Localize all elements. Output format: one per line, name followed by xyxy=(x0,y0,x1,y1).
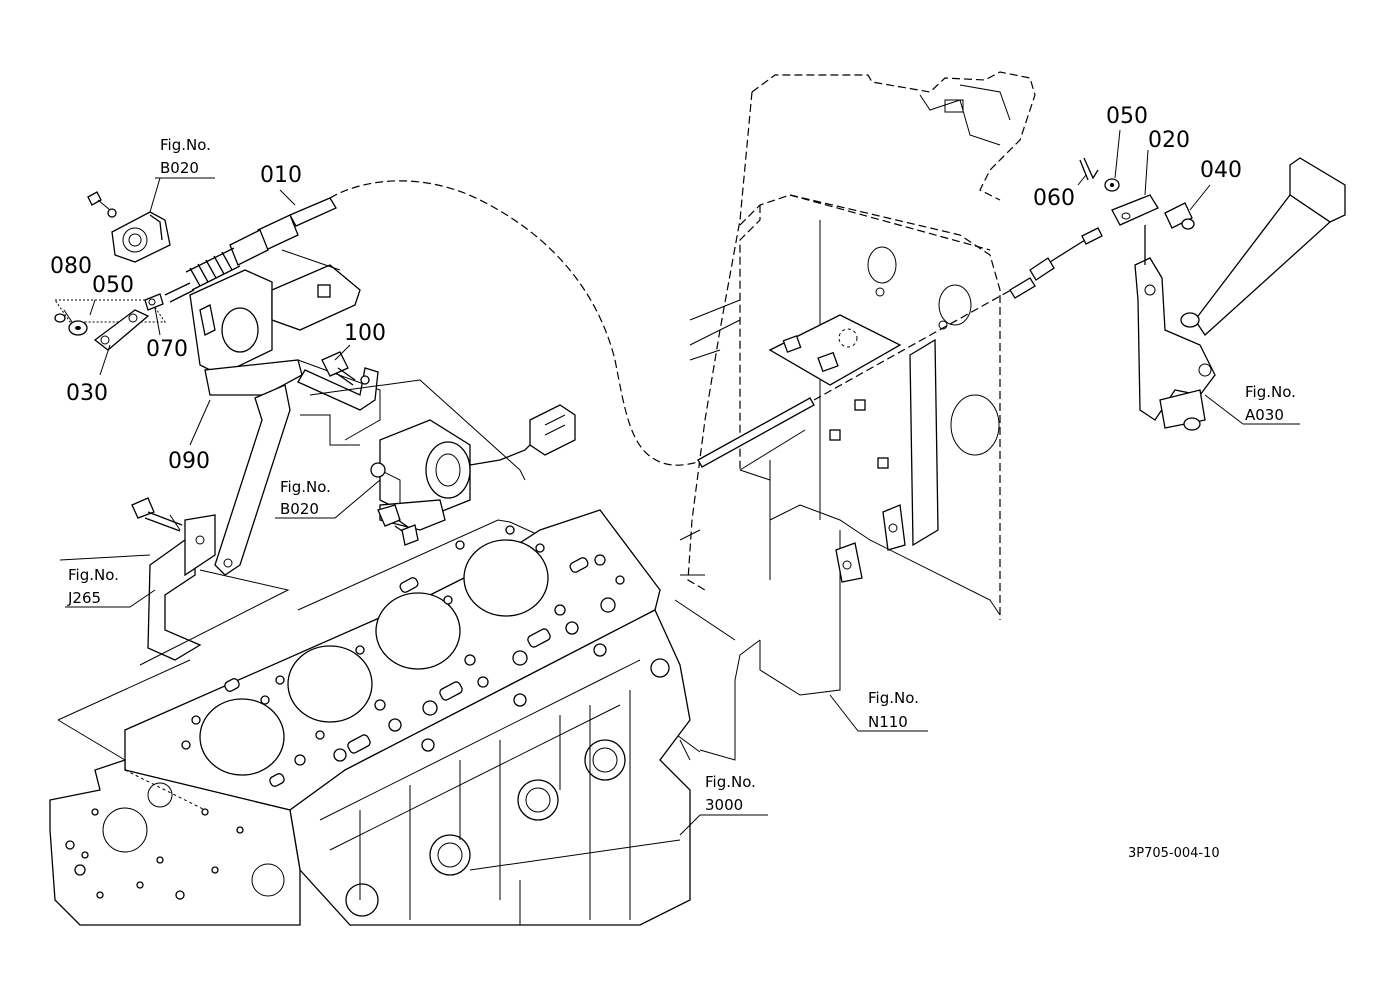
part-label-020: 020 xyxy=(1148,128,1190,153)
part-label-040: 040 xyxy=(1200,158,1242,183)
part-number-labels: 010 020 030 040 050 050 060 070 080 090 … xyxy=(50,104,1242,474)
fig-ref-3000: Fig.No. 3000 xyxy=(705,773,756,814)
fig-ref-j265: Fig.No. J265 xyxy=(67,566,119,607)
svg-text:J265: J265 xyxy=(67,589,101,607)
part-label-100: 100 xyxy=(344,321,386,346)
fig-ref-n110: Fig.No. N110 xyxy=(868,689,919,731)
svg-text:Fig.No.: Fig.No. xyxy=(1245,383,1296,401)
part-label-090: 090 xyxy=(168,449,210,474)
svg-text:Fig.No.: Fig.No. xyxy=(705,773,756,791)
svg-text:3000: 3000 xyxy=(705,796,743,814)
throttle-cable xyxy=(164,180,1103,466)
svg-text:Fig.No.: Fig.No. xyxy=(160,136,211,154)
bracket-j265 xyxy=(59,497,290,666)
svg-text:B020: B020 xyxy=(280,500,319,518)
svg-text:Fig.No.: Fig.No. xyxy=(280,478,331,496)
svg-text:Fig.No.: Fig.No. xyxy=(868,689,919,707)
fig-ref-a030: Fig.No. A030 xyxy=(1245,383,1296,424)
part-label-050-left: 050 xyxy=(92,273,134,298)
accelerator-pedal-linkage xyxy=(1079,157,1346,431)
svg-text:A030: A030 xyxy=(1245,406,1284,424)
svg-text:Fig.No.: Fig.No. xyxy=(68,566,119,584)
stop-solenoid xyxy=(300,379,576,546)
figure-references: Fig.No. B020 Fig.No. B020 Fig.No. J265 F… xyxy=(67,136,1296,814)
fig-ref-b020-top: Fig.No. B020 xyxy=(160,136,211,177)
fig-ref-b020-mid: Fig.No. B020 xyxy=(280,478,331,518)
cab-frame-outline xyxy=(669,71,1036,761)
svg-text:N110: N110 xyxy=(868,713,908,731)
governor-lever-assembly xyxy=(54,191,171,323)
leader-lines xyxy=(63,129,1300,836)
part-label-070: 070 xyxy=(146,337,188,362)
engine-block xyxy=(49,509,691,926)
cable-bracket-090 xyxy=(189,249,381,576)
part-label-010: 010 xyxy=(260,163,302,188)
part-label-060: 060 xyxy=(1033,186,1075,211)
part-label-080: 080 xyxy=(50,254,92,279)
svg-text:B020: B020 xyxy=(160,159,199,177)
lever-plate-and-washers xyxy=(54,293,164,351)
drawing-number: 3P705-004-10 xyxy=(1128,846,1220,861)
part-label-030: 030 xyxy=(66,381,108,406)
part-label-050-right: 050 xyxy=(1106,104,1148,129)
